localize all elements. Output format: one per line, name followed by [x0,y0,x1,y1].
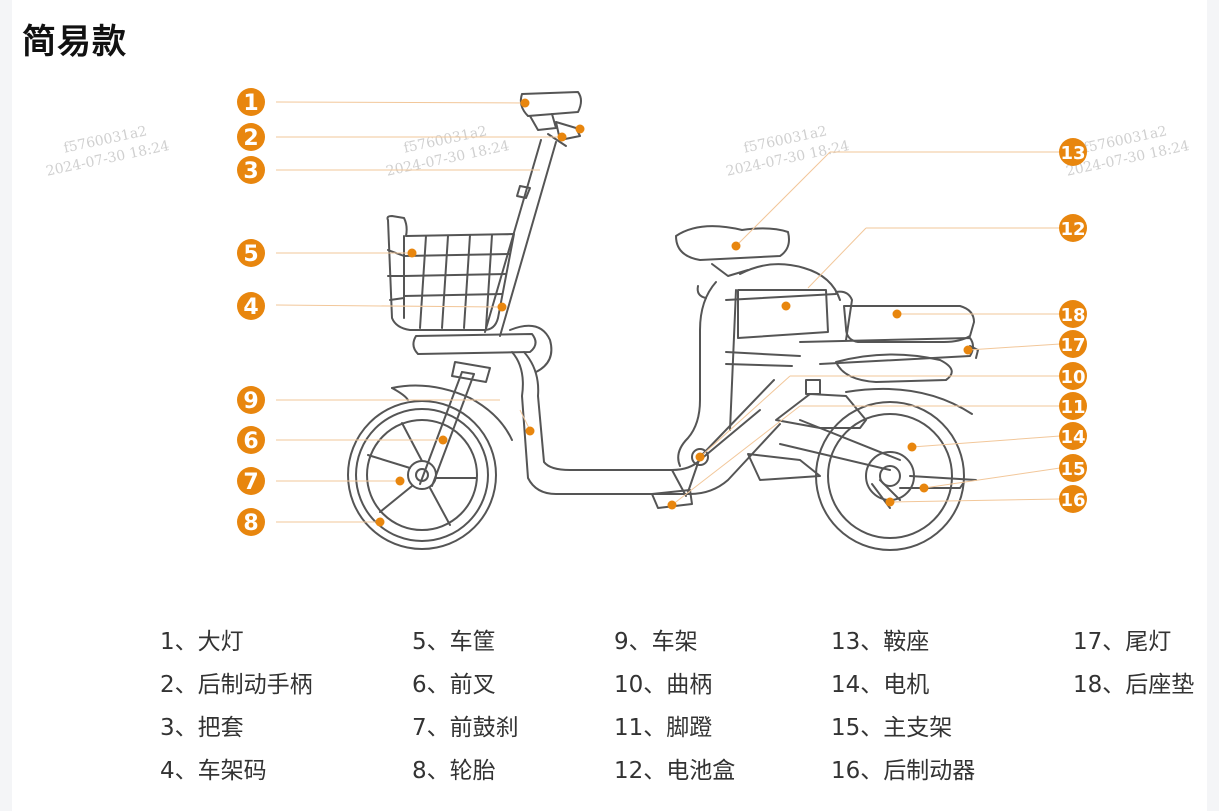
callout-badge-14: 14 [1059,422,1087,450]
legend-item: 13、鞍座 [831,629,930,655]
legend-item: 8、轮胎 [412,758,496,784]
page-title: 简易款 [22,22,127,62]
svg-text:7: 7 [243,470,258,495]
callout-badge-18: 18 [1059,300,1087,328]
callout-badge-1: 1 [237,88,265,116]
legend-item: 12、电池盒 [614,758,736,784]
callout-badge-5: 5 [237,239,265,267]
legend-item: 10、曲柄 [614,672,713,698]
svg-text:16: 16 [1060,490,1085,511]
callout-badge-9: 9 [237,386,265,414]
svg-text:18: 18 [1060,305,1085,326]
svg-text:14: 14 [1060,427,1085,448]
legend-item: 14、电机 [831,672,930,698]
legend-item: 3、把套 [160,715,244,741]
callout-badge-16: 16 [1059,485,1087,513]
svg-text:13: 13 [1060,143,1085,164]
callout-badge-7: 7 [237,467,265,495]
legend-item: 18、后座垫 [1073,672,1195,698]
svg-text:11: 11 [1060,397,1085,418]
legend-item: 17、尾灯 [1073,629,1172,655]
legend-item: 2、后制动手柄 [160,672,313,698]
svg-text:5: 5 [243,242,258,267]
legend-item: 16、后制动器 [831,758,976,784]
legend-item: 11、脚蹬 [614,715,713,741]
svg-text:17: 17 [1060,335,1085,356]
callout-badge-15: 15 [1059,454,1087,482]
legend-item: 9、车架 [614,629,698,655]
callout-badges: 1 2 3 5 4 9 6 7 [237,88,1087,536]
svg-text:10: 10 [1060,367,1085,388]
svg-text:1: 1 [243,91,258,116]
callout-badge-4: 4 [237,292,265,320]
front-wheel [347,400,497,550]
callout-badge-13: 13 [1059,138,1087,166]
svg-text:9: 9 [243,389,258,414]
svg-text:3: 3 [243,159,258,184]
callout-badge-8: 8 [237,508,265,536]
callout-badge-17: 17 [1059,330,1087,358]
svg-text:15: 15 [1060,459,1085,480]
svg-text:12: 12 [1060,219,1085,240]
callout-badge-11: 11 [1059,392,1087,420]
callout-badge-10: 10 [1059,362,1087,390]
svg-text:4: 4 [243,295,258,320]
legend-item: 4、车架码 [160,758,267,784]
callout-badge-2: 2 [237,123,265,151]
callout-badge-3: 3 [237,156,265,184]
callout-badge-12: 12 [1059,214,1087,242]
legend-item: 7、前鼓刹 [412,715,519,741]
callout-badge-6: 6 [237,426,265,454]
svg-text:2: 2 [243,126,258,151]
legend-item: 6、前叉 [412,672,496,698]
svg-text:6: 6 [243,429,258,454]
svg-text:8: 8 [243,511,258,536]
legend-item: 1、大灯 [160,629,244,655]
legend-item: 15、主支架 [831,715,953,741]
rear-wheel [815,401,977,551]
basket [386,215,515,331]
legend-item: 5、车筐 [412,629,496,655]
